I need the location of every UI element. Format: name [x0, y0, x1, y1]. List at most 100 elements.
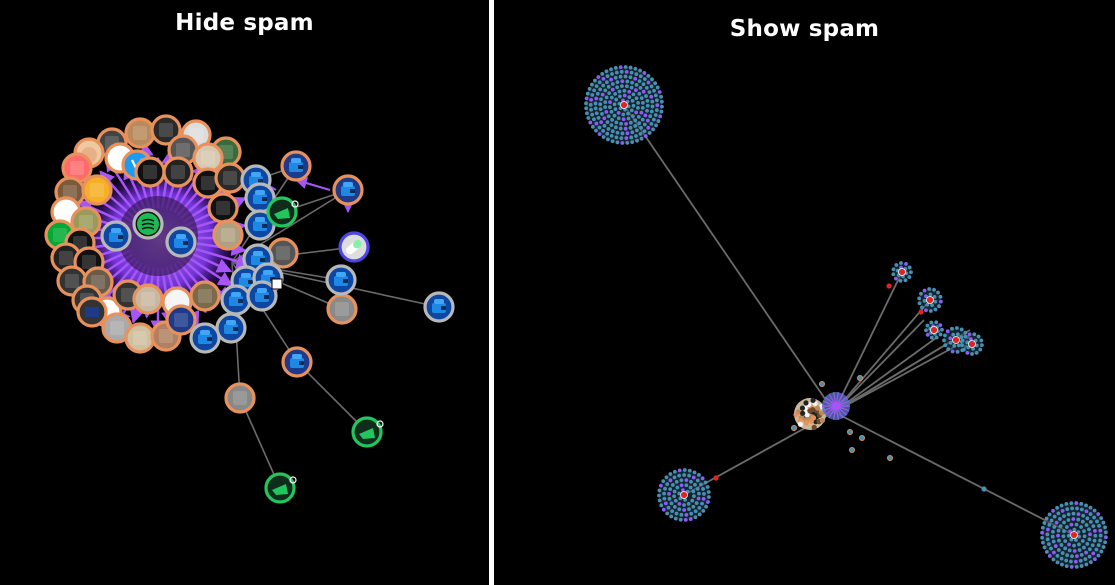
- graph-edge: [623, 104, 835, 413]
- nft-image-thumbnail: [141, 292, 155, 306]
- wallet-icon: [251, 251, 265, 265]
- nft-image-thumbnail: [59, 251, 73, 265]
- wallet-node[interactable]: [189, 322, 221, 354]
- nft-image-thumbnail: [63, 185, 77, 199]
- spam-cluster-small[interactable]: [891, 261, 913, 283]
- nft-node[interactable]: [224, 382, 256, 414]
- nft-image-thumbnail: [79, 215, 93, 229]
- wallet-node[interactable]: [281, 346, 313, 378]
- outlier-node[interactable]: [713, 475, 719, 481]
- nft-node[interactable]: [207, 192, 239, 224]
- wallet-icon: [334, 272, 348, 286]
- wallet-icon: [289, 158, 303, 172]
- show-spam-graph[interactable]: [494, 0, 1115, 585]
- contract-node[interactable]: [264, 472, 297, 504]
- nft-image-thumbnail: [201, 176, 215, 190]
- outlier-node[interactable]: [790, 424, 797, 431]
- graph-edge: [833, 271, 903, 413]
- nft-node[interactable]: [165, 304, 197, 336]
- outlier-node[interactable]: [858, 434, 865, 441]
- spam-cluster-bottom-left[interactable]: [657, 468, 711, 522]
- graph-edge: [296, 361, 368, 433]
- nft-node[interactable]: [81, 174, 113, 206]
- outlier-node[interactable]: [856, 374, 863, 381]
- nft-node[interactable]: [132, 283, 164, 315]
- core-edge-arrow: [187, 241, 247, 257]
- nft-image-thumbnail: [159, 123, 173, 137]
- panel-title-hide-spam: Hide spam: [175, 10, 314, 36]
- nft-image-thumbnail: [85, 307, 99, 317]
- hide-spam-graph[interactable]: [0, 0, 489, 585]
- spam-cluster-small[interactable]: [960, 332, 984, 356]
- contract-icon: [274, 200, 299, 219]
- outlier-node[interactable]: [846, 428, 853, 435]
- nft-node[interactable]: [76, 296, 108, 328]
- nft-node[interactable]: [189, 280, 221, 312]
- contract-node[interactable]: [351, 416, 384, 448]
- wallet-node[interactable]: [325, 264, 357, 296]
- wallet-node[interactable]: [332, 174, 364, 206]
- outlier-node[interactable]: [918, 309, 924, 315]
- nft-node[interactable]: [132, 208, 164, 240]
- nft-node[interactable]: [124, 322, 156, 354]
- nft-image-thumbnail: [201, 151, 215, 165]
- nft-node[interactable]: [162, 156, 194, 188]
- graph-edge: [833, 337, 937, 413]
- wallet-node[interactable]: [280, 150, 312, 182]
- pill-icon: [346, 239, 362, 255]
- wallet-node[interactable]: [423, 291, 455, 323]
- wallet-node[interactable]: [100, 220, 132, 252]
- nft-image-thumbnail: [65, 274, 79, 288]
- spam-cluster-bottom-right[interactable]: [1040, 501, 1108, 569]
- nft-node[interactable]: [150, 114, 182, 146]
- nft-node[interactable]: [267, 237, 299, 269]
- nft-node[interactable]: [326, 293, 358, 325]
- wallet-icon: [253, 190, 267, 204]
- wallet-icon: [198, 330, 212, 344]
- wallet-node[interactable]: [244, 182, 276, 214]
- wallet-node[interactable]: [246, 280, 278, 312]
- nft-image-thumbnail: [223, 171, 237, 185]
- graph-edge: [833, 411, 1075, 536]
- spam-cluster-top-left[interactable]: [584, 65, 664, 145]
- spam-cluster-small[interactable]: [924, 320, 944, 340]
- outlier-node[interactable]: [818, 380, 825, 387]
- wallet-node[interactable]: [220, 284, 252, 316]
- nft-image-thumbnail: [91, 275, 105, 289]
- nft-node[interactable]: [212, 219, 244, 251]
- core-edge-arrow: [182, 253, 234, 287]
- wallet-node[interactable]: [215, 312, 247, 344]
- nft-image-thumbnail: [216, 201, 230, 215]
- nft-image-thumbnail: [176, 143, 190, 157]
- wallet-icon: [432, 299, 446, 313]
- main-cluster[interactable]: [793, 397, 826, 430]
- nft-image-thumbnail: [82, 255, 96, 269]
- nft-image-thumbnail: [59, 205, 73, 219]
- nft-image-thumbnail: [174, 313, 188, 327]
- nft-image-thumbnail: [110, 321, 124, 335]
- nft-image-thumbnail: [70, 161, 84, 175]
- nft-node[interactable]: [134, 156, 166, 188]
- spam-cluster-small[interactable]: [917, 287, 943, 313]
- graph-edge: [833, 319, 925, 413]
- panel-divider: [489, 0, 494, 585]
- graph-edge: [833, 345, 957, 413]
- graph-edge: [239, 397, 281, 489]
- wallet-node[interactable]: [165, 226, 197, 258]
- outlier-node[interactable]: [981, 486, 987, 492]
- nft-node[interactable]: [124, 117, 156, 149]
- outlier-node[interactable]: [886, 454, 893, 461]
- contract-badge-icon: [271, 278, 283, 290]
- wallet-icon: [290, 354, 304, 368]
- nft-image-thumbnail: [159, 329, 173, 343]
- nft-image-thumbnail: [133, 331, 147, 345]
- nft-node[interactable]: [214, 162, 246, 194]
- outlier-node[interactable]: [848, 446, 855, 453]
- wallet-icon: [229, 292, 243, 306]
- contract-node[interactable]: [266, 196, 299, 228]
- nft-node[interactable]: [338, 231, 370, 263]
- outlier-node[interactable]: [886, 283, 892, 289]
- nft-image-thumbnail: [335, 302, 349, 316]
- wallet-hub-cluster[interactable]: [822, 392, 850, 420]
- nft-image-thumbnail: [53, 228, 67, 242]
